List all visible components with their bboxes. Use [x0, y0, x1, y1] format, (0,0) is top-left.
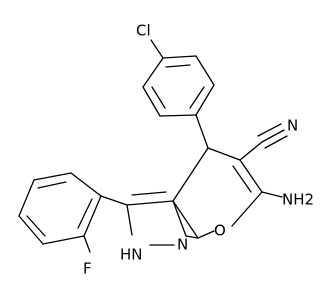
- pyran-double-bond: [239, 159, 263, 193]
- pyrazole-bond: [126, 200, 174, 206]
- fluorophenyl-bond: [18, 179, 35, 217]
- pyran-bond: [231, 191, 263, 227]
- chlorophenyl-ring: [142, 39, 215, 117]
- fluorophenyl-inner-bond: [37, 181, 67, 189]
- chlorophenyl-bond: [195, 84, 215, 116]
- pyrazole-double-bond: [172, 200, 187, 237]
- chlorophenyl-bond: [142, 86, 161, 117]
- chlorine-bond: [150, 39, 164, 59]
- pyrazole-bond: [126, 204, 133, 236]
- chlorophenyl-bond: [159, 114, 197, 117]
- fluorine-atom-label: F: [83, 260, 92, 278]
- pyran-double-bond-inner: [232, 165, 252, 193]
- chlorophenyl-inner-bond: [165, 64, 191, 68]
- pyran-bond: [172, 200, 199, 239]
- nitrile-triple-bond: [261, 129, 285, 143]
- chlorine-atom-label: Cl: [136, 22, 151, 40]
- fluorophenyl-bond: [70, 172, 102, 197]
- fluorophenyl-inner-bond: [77, 198, 93, 229]
- fluorophenyl-bond: [42, 235, 85, 245]
- fluorophenyl-bond: [33, 172, 72, 181]
- aryl-link-bond: [195, 114, 209, 149]
- pyrazole-bond: [185, 235, 199, 239]
- chlorophenyl-bond: [142, 57, 164, 88]
- fluorophenyl-bond: [18, 215, 44, 245]
- chlorophenyl-inner-bond: [151, 86, 166, 109]
- pyrazole-ring: [126, 191, 199, 246]
- chlorophenyl-bond: [195, 55, 215, 86]
- fluorophenyl-bond: [83, 195, 102, 237]
- pyran-bond: [207, 147, 241, 161]
- nitrile-link-bond: [239, 141, 263, 161]
- nitrile-triple-bond: [264, 135, 288, 149]
- amino-group-label: NH2: [282, 191, 314, 209]
- chlorophenyl-bond: [162, 55, 197, 59]
- pyran-bond: [172, 147, 209, 202]
- chlorophenyl-inner-bond: [189, 86, 205, 109]
- pyrazole-nh-label: HN: [120, 246, 143, 264]
- ring-oxygen-label: O: [214, 222, 226, 240]
- nitrile-triple-bond: [257, 123, 282, 137]
- pyrazole-inner-bond: [131, 191, 167, 196]
- pyran-core: [172, 114, 288, 239]
- pyrazole-nitrogen-label: N: [177, 236, 188, 254]
- fluorine-bond: [83, 235, 91, 253]
- amino-bond: [261, 191, 283, 198]
- pyran-oxygen-bond: [197, 230, 215, 239]
- fluorophenyl-inner-bond: [26, 215, 46, 237]
- aryl-link-bond: [100, 195, 128, 206]
- fluorophenyl-ring: [18, 172, 128, 253]
- nitrile-nitrogen-label: N: [287, 117, 298, 135]
